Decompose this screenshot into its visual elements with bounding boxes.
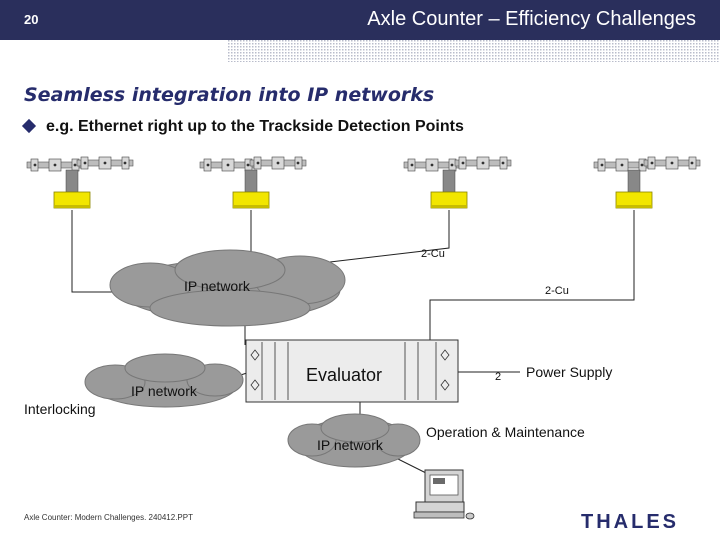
detection-point-1 — [26, 156, 134, 209]
interlocking-label: Interlocking — [24, 401, 96, 417]
operation-maintenance-label: Operation & Maintenance — [426, 424, 585, 440]
link-label-2: 2 — [495, 371, 502, 383]
evaluator-label: Evaluator — [306, 365, 383, 385]
detection-point-3 — [403, 156, 512, 209]
bullet-text: e.g. Ethernet right up to the Trackside … — [46, 118, 464, 135]
ip-network-cloud-top — [109, 249, 346, 327]
page-number: 20 — [24, 12, 39, 27]
detection-point-2 — [199, 156, 307, 209]
section-heading: Seamless integration into IP networks — [24, 84, 435, 106]
cloud-bottom-label: IP network — [317, 437, 383, 453]
thales-logo: THALES — [581, 511, 679, 533]
link-label-2cu-top: 2-Cu — [421, 248, 445, 260]
ip-network-cloud-bottom — [287, 413, 421, 468]
cloud-top-label: IP network — [184, 278, 250, 294]
link-label-2cu-right: 2-Cu — [545, 285, 569, 297]
logo-text: THALES — [581, 511, 679, 533]
power-supply-label: Power Supply — [526, 364, 613, 380]
slide-header: 20 Axle Counter – Efficiency Challenges — [0, 0, 720, 40]
ip-network-cloud-left — [84, 353, 244, 408]
evaluator-rack — [245, 339, 459, 403]
slide-title: Axle Counter – Efficiency Challenges — [367, 8, 696, 30]
detection-point-4 — [593, 156, 701, 209]
workstation-computer-icon — [413, 469, 475, 520]
header-stripe — [228, 40, 720, 62]
footer-note: Axle Counter: Modern Challenges. 240412.… — [24, 513, 193, 522]
cloud-left-label: IP network — [131, 383, 197, 399]
